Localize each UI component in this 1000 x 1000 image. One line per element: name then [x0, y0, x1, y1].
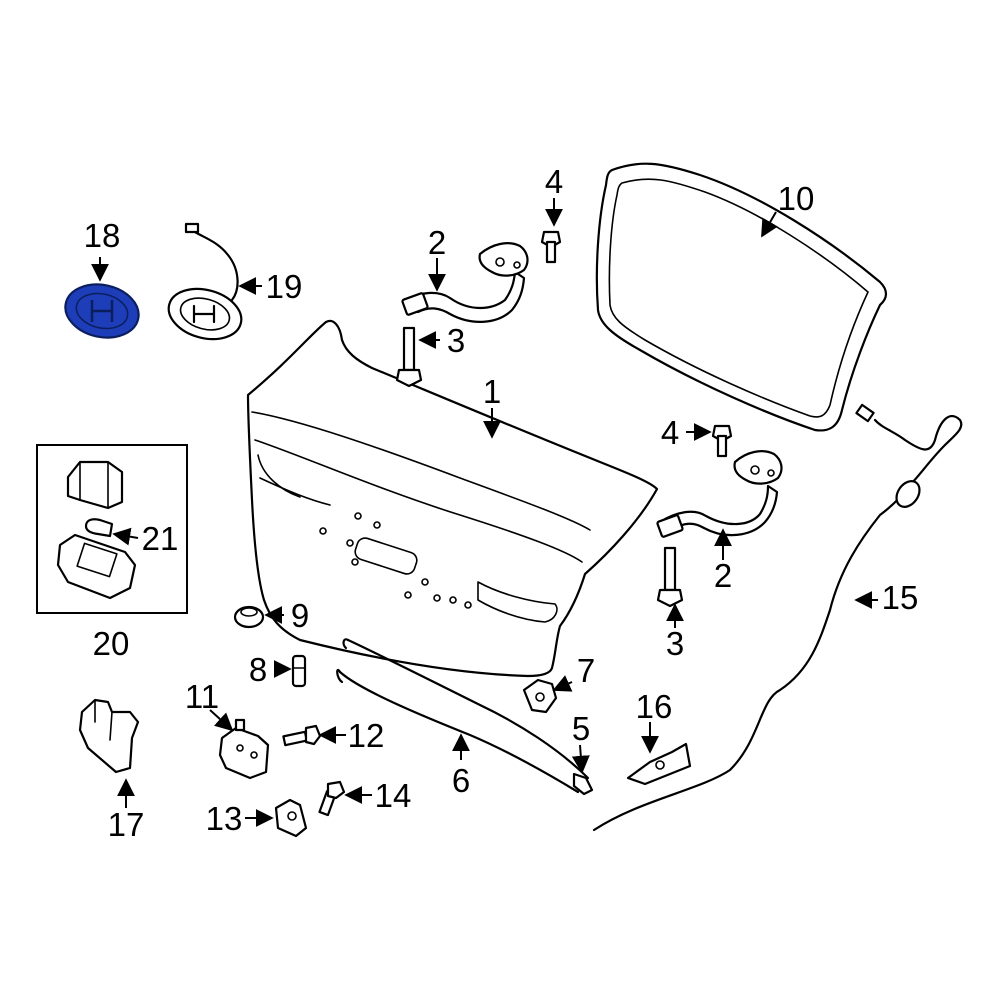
- rod-holder[interactable]: [522, 678, 558, 714]
- callout-12: 12: [348, 717, 385, 754]
- callout-6: 6: [452, 762, 470, 799]
- trunk-lid[interactable]: [246, 319, 659, 678]
- striker[interactable]: [274, 798, 308, 838]
- callout-5: 5: [572, 710, 590, 747]
- license-lamp-cover[interactable]: [66, 460, 124, 510]
- lock-actuator[interactable]: [78, 698, 140, 774]
- weatherstrip[interactable]: [595, 162, 888, 432]
- license-lamp-housing[interactable]: [56, 533, 137, 600]
- release-cable[interactable]: [592, 403, 963, 832]
- hinge-bolt-upper[interactable]: [395, 326, 423, 388]
- callout-13: 13: [206, 800, 243, 837]
- latch-bolt[interactable]: [282, 724, 322, 747]
- callout-2-lower: 2: [714, 557, 732, 594]
- rod-clip[interactable]: [572, 772, 594, 796]
- license-lamp-group-box: [36, 444, 188, 614]
- callout-4-upper: 4: [545, 163, 563, 200]
- callout-8: 8: [249, 651, 267, 688]
- leader-lines: [91, 198, 878, 827]
- callout-10: 10: [778, 180, 815, 217]
- hinge-bolt-small-lower[interactable]: [711, 424, 733, 458]
- callout-19: 19: [266, 268, 303, 305]
- license-lamp-bulb[interactable]: [84, 518, 114, 538]
- callout-2-upper: 2: [428, 224, 446, 261]
- callout-4-lower: 4: [661, 414, 679, 451]
- hinge-bolt-lower[interactable]: [656, 546, 684, 608]
- hinge-upper[interactable]: [401, 242, 529, 323]
- callout-14: 14: [375, 777, 412, 814]
- callout-20: 20: [93, 625, 130, 662]
- callout-labels: 1 2 2 3 3 4 4 5 6 7 8 9 10 11 12 13 14 1…: [84, 163, 919, 843]
- stopper-bumper[interactable]: [233, 605, 265, 629]
- trunk-latch[interactable]: [218, 718, 270, 780]
- callout-7: 7: [577, 652, 595, 689]
- hinge-bolt-small-upper[interactable]: [540, 230, 562, 264]
- callout-18: 18: [84, 217, 121, 254]
- callout-15: 15: [882, 579, 919, 616]
- stud-pin[interactable]: [291, 654, 307, 688]
- trunk-emblem[interactable]: [60, 278, 143, 344]
- callout-1: 1: [483, 373, 501, 410]
- hinge-lower[interactable]: [656, 450, 783, 538]
- callout-17: 17: [108, 806, 145, 843]
- emblem-camera[interactable]: [163, 222, 247, 347]
- callout-16: 16: [636, 688, 673, 725]
- callout-3-upper: 3: [447, 322, 465, 359]
- callout-9: 9: [291, 597, 309, 634]
- striker-bolt[interactable]: [318, 780, 346, 817]
- release-handle[interactable]: [626, 742, 692, 786]
- callout-21: 21: [142, 520, 179, 557]
- callout-3-lower: 3: [666, 625, 684, 662]
- callout-11: 11: [185, 678, 219, 715]
